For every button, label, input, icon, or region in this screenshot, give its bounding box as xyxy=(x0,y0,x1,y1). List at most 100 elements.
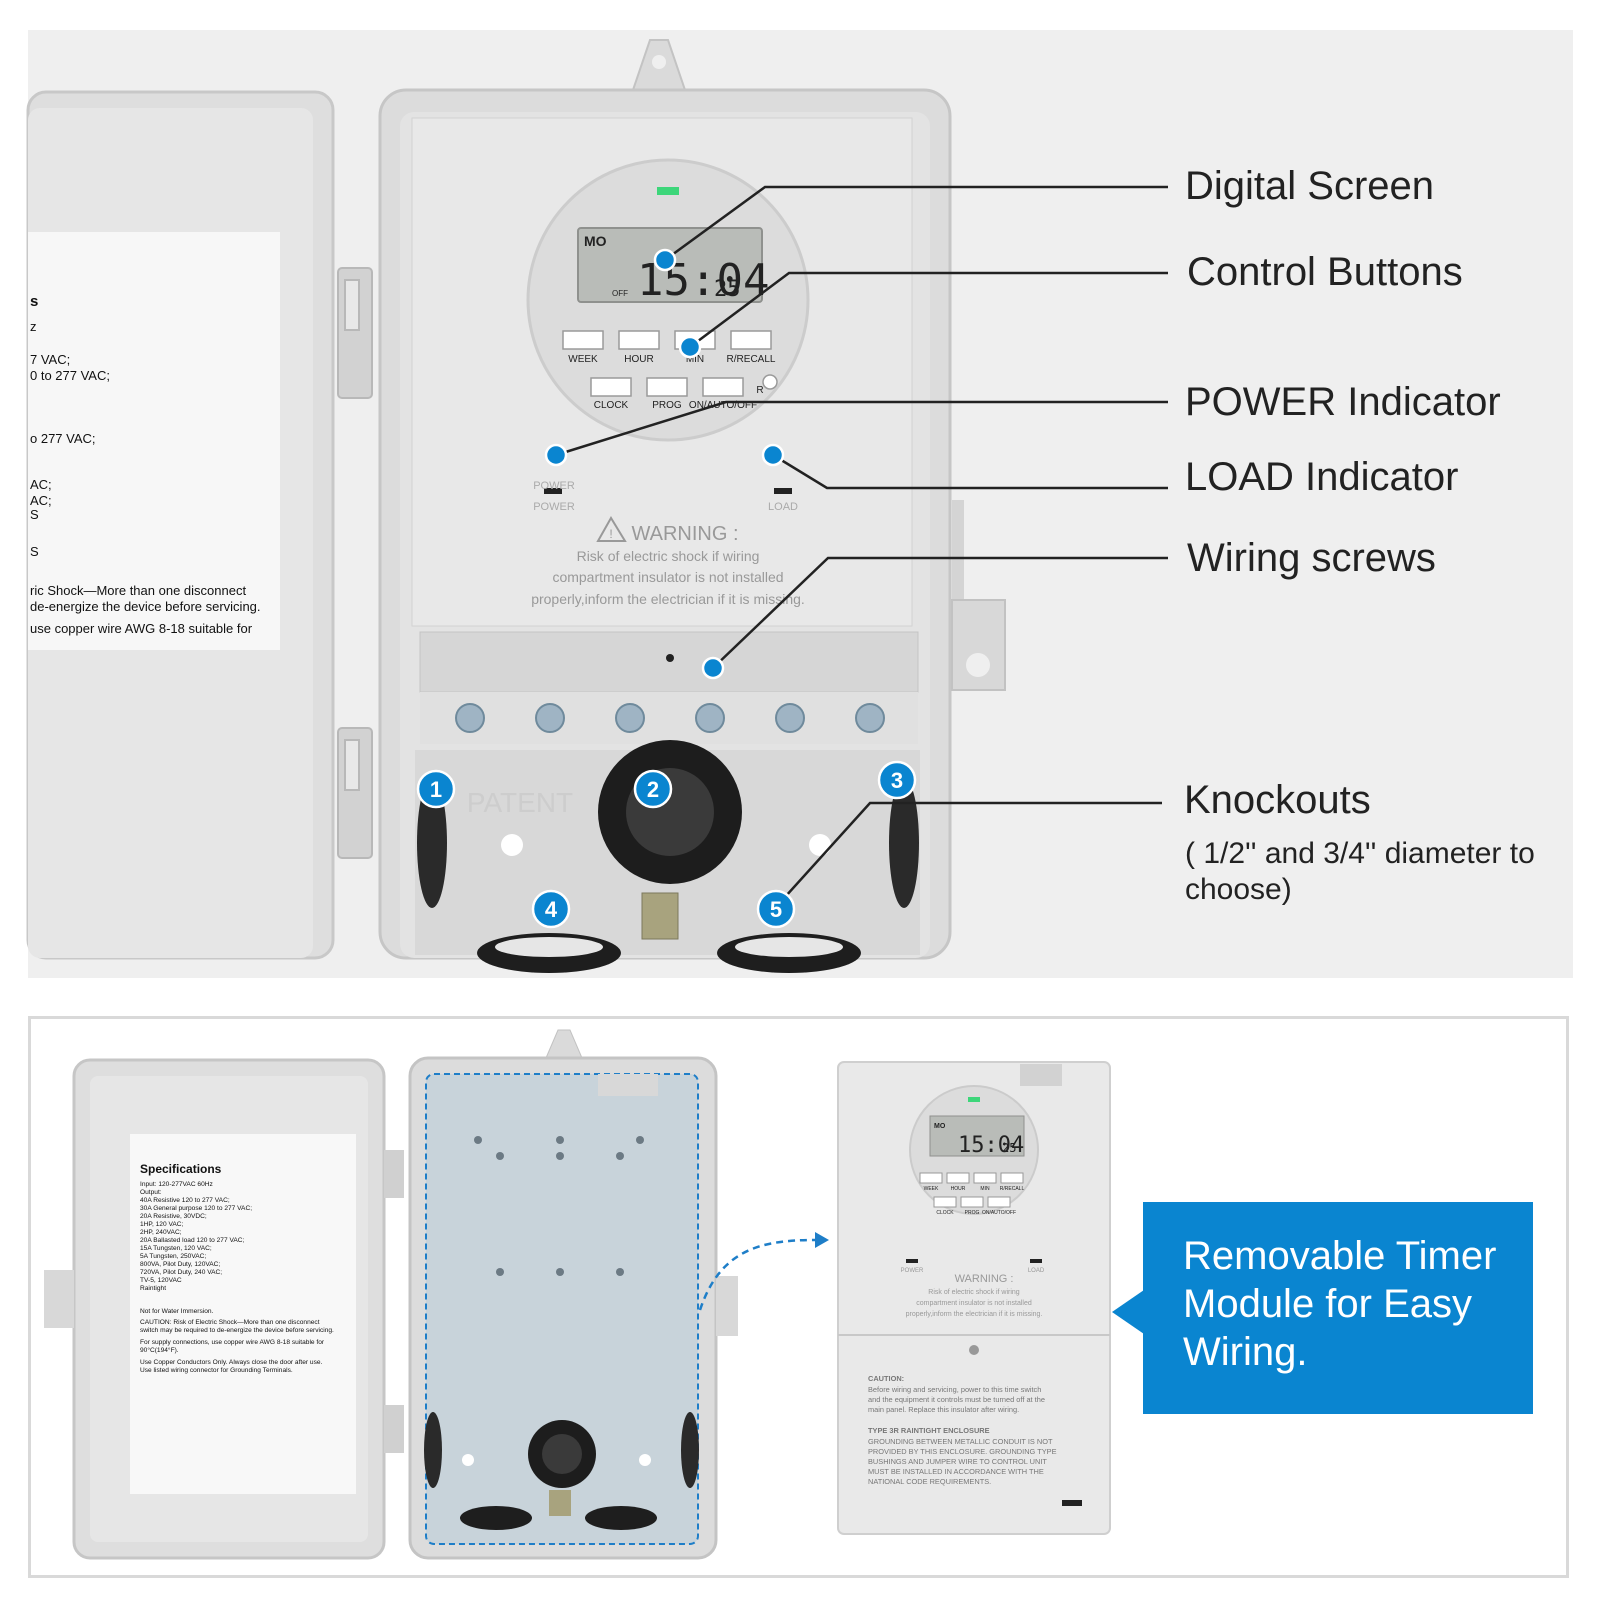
spec-line: Use Copper Conductors Only. Always close… xyxy=(140,1359,323,1366)
terminal-cover xyxy=(419,631,919,744)
spec-line: 20A Resistive, 30VDC; xyxy=(140,1213,207,1220)
label-line: S xyxy=(30,544,39,559)
mini-load-label: LOAD xyxy=(1028,1268,1045,1274)
spec-line: 15A Tungsten, 120 VAC; xyxy=(140,1245,212,1252)
screw-icon xyxy=(455,703,485,733)
mini-button-label: HOUR xyxy=(951,1186,966,1192)
callout-load-indicator: LOAD Indicator xyxy=(1185,455,1459,499)
spec-line: Raintight xyxy=(140,1285,166,1292)
label-line: S xyxy=(30,507,39,522)
knockout-marker-4 xyxy=(531,889,571,929)
module-type3r-line: GROUNDING BETWEEN METALLIC CONDUIT IS NO… xyxy=(868,1437,1053,1446)
wiring-screws xyxy=(455,703,885,733)
screw-icon xyxy=(615,703,645,733)
label-line: AC; xyxy=(30,493,52,508)
label-line: use copper wire AWG 8-18 suitable for xyxy=(30,621,253,636)
module-type3r-line: PROVIDED BY THIS ENCLOSURE. GROUNDING TY… xyxy=(868,1447,1057,1456)
marker-dot xyxy=(678,335,702,359)
spec-line: 1HP, 120 VAC; xyxy=(140,1221,184,1228)
callout-markers xyxy=(416,248,917,929)
hour-button[interactable] xyxy=(618,330,660,350)
callout-power-indicator: POWER Indicator xyxy=(1185,380,1501,424)
module-type3r-line: BUSHINGS AND JUMPER WIRE TO CONTROL UNIT xyxy=(868,1457,1047,1466)
lcd-day: MO xyxy=(584,233,607,249)
removable-module-text: Removable Timer Module for Easy Wiring. xyxy=(1183,1234,1497,1374)
spec-line: Output: xyxy=(140,1189,162,1196)
marker-dot xyxy=(701,656,725,680)
arrow-head-icon xyxy=(815,1232,829,1248)
spec-text: Specifications Input: 120-277VAC 60Hz Ou… xyxy=(140,1162,334,1374)
bottom-lid xyxy=(44,1058,404,1560)
screw-icon xyxy=(775,703,805,733)
spec-line: switch may be required to de-energize th… xyxy=(140,1327,334,1334)
week-button[interactable] xyxy=(562,330,604,350)
load-label: LOAD xyxy=(768,501,798,513)
module-mini-text: MO 15:04 25 WEEK HOUR MIN R/RECALL CLOCK… xyxy=(868,1123,1057,1486)
spec-label-partial xyxy=(28,232,280,650)
spec-line: 5A Tungsten, 250VAC; xyxy=(140,1253,206,1260)
module-caution-title: CAUTION: xyxy=(868,1374,904,1383)
knockout-marker-3 xyxy=(877,760,917,800)
knockout-marker-2 xyxy=(633,769,673,809)
warning-triangle-icon: ! xyxy=(596,516,627,542)
module-caution-line: Before wiring and servicing, power to th… xyxy=(868,1385,1041,1394)
mini-power-label: POWER xyxy=(901,1268,924,1274)
warning-title: WARNING : xyxy=(631,523,738,545)
power-led xyxy=(544,488,562,494)
label-line: AC; xyxy=(30,477,52,492)
lcd-mode: OFF xyxy=(612,289,628,298)
timer-buttons xyxy=(562,330,778,397)
timer-module xyxy=(411,117,913,627)
mini-lcd-seconds: 25 xyxy=(1002,1141,1016,1155)
warning-line: Risk of electric shock if wiring xyxy=(577,548,760,564)
module-type3r-title: TYPE 3R RAINTIGHT ENCLOSURE xyxy=(868,1426,990,1435)
enclosure-lid xyxy=(26,90,335,960)
recall-button[interactable] xyxy=(730,330,772,350)
reset-button[interactable] xyxy=(762,374,778,390)
label-line: o 277 VAC; xyxy=(30,431,96,446)
button-labels: WEEK HOUR MIN R/RECALL CLOCK PROG ON/AUT… xyxy=(568,354,776,411)
callout-control-buttons: Control Buttons xyxy=(1187,250,1463,294)
module-type3r-line: NATIONAL CODE REQUIREMENTS. xyxy=(868,1477,991,1486)
removable-module-banner: Removable Timer Module for Easy Wiring. xyxy=(1143,1202,1533,1414)
label-line: de-energize the device before servicing. xyxy=(30,599,261,614)
knockout-number: 1 xyxy=(430,777,442,802)
power-label-shadow: POWER xyxy=(533,501,575,513)
mini-warning-title: WARNING : xyxy=(955,1273,1014,1285)
on-auto-off-button[interactable] xyxy=(702,377,744,397)
mini-button-label: CLOCK xyxy=(936,1210,954,1216)
knockout-number: 2 xyxy=(647,777,659,802)
button-label: R/RECALL xyxy=(727,354,776,365)
screw-icon xyxy=(535,703,565,733)
callout-knockouts: Knockouts xyxy=(1184,778,1371,822)
spec-line: For supply connections, use copper wire … xyxy=(140,1339,325,1346)
indicators xyxy=(544,488,792,494)
clock-button[interactable] xyxy=(590,377,632,397)
prog-button[interactable] xyxy=(646,377,688,397)
knockout-area xyxy=(415,740,920,973)
marker-dot xyxy=(544,443,568,467)
module-caution-line: main panel. Replace this insulator after… xyxy=(868,1405,1019,1414)
label-line: s xyxy=(30,293,38,310)
blue-pointer-icon xyxy=(1112,1290,1144,1334)
hinge xyxy=(337,267,373,859)
spec-line: Input: 120-277VAC 60Hz xyxy=(140,1181,213,1188)
power-label: POWER xyxy=(533,480,575,492)
spec-line: 40A Resistive 120 to 277 VAC; xyxy=(140,1197,230,1204)
load-led xyxy=(774,488,792,494)
removed-module xyxy=(837,1061,1111,1535)
leader-lines xyxy=(555,185,1168,908)
label-line: z xyxy=(30,319,37,334)
label-line: ric Shock—More than one disconnect xyxy=(30,583,246,598)
knockout-marker-5 xyxy=(756,889,796,929)
button-label: WEEK xyxy=(568,354,598,365)
callout-wiring-screws: Wiring screws xyxy=(1187,536,1436,580)
spec-line: TV-5, 120VAC xyxy=(140,1277,182,1284)
callout-knockouts-note: ( 1/2'' and 3/4'' diameter to choose) xyxy=(1185,837,1535,906)
knockout-number: 3 xyxy=(891,768,903,793)
spec-line: 30A General purpose 120 to 277 VAC; xyxy=(140,1205,252,1212)
warning-line: properly,inform the electrician if it is… xyxy=(531,591,805,607)
label-partial-text: s z 7 VAC; 0 to 277 VAC; o 277 VAC; AC; … xyxy=(30,293,261,636)
mini-lcd-time: 15:04 xyxy=(958,1133,1024,1158)
marker-dot xyxy=(761,443,785,467)
